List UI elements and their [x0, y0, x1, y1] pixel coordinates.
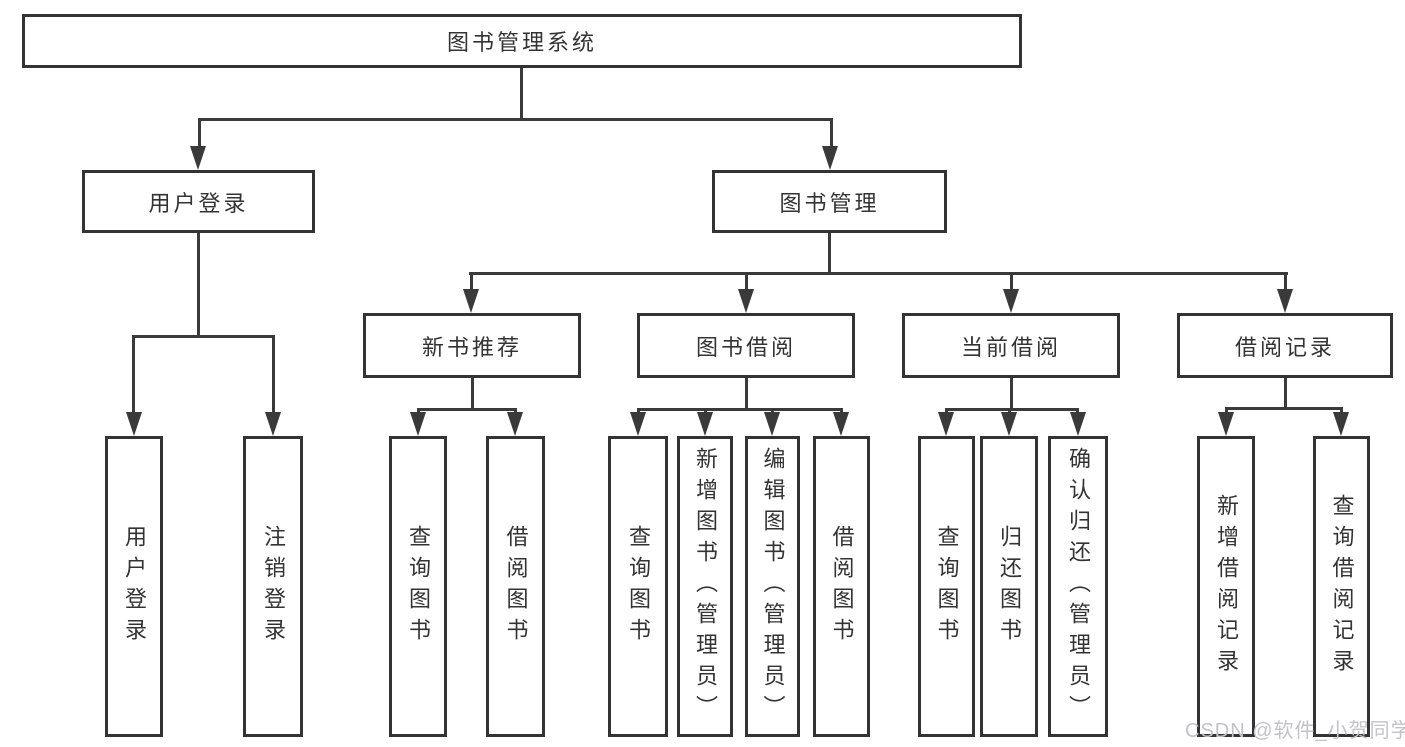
- arrow-down-icon: [126, 412, 142, 436]
- node-user-login: 用户登录: [82, 170, 315, 233]
- leaf-user-login: 用户登录: [105, 436, 163, 737]
- connector-drop-book-borrow: [745, 272, 748, 292]
- arrow-down-icon: [938, 412, 954, 436]
- connector-drop-user-login: [198, 118, 201, 150]
- connector-drop: [1340, 407, 1343, 416]
- connector-book-borrow-rail: [637, 408, 842, 411]
- leaf-borrow-books: 借阅图书: [813, 436, 870, 737]
- connector-drop-current-borrow: [1010, 272, 1013, 292]
- arrow-down-icon: [764, 412, 780, 436]
- connector-user-login-trunk: [197, 233, 200, 335]
- leaf-return-books: 归还图书: [980, 436, 1038, 737]
- connector-drop-borrow-record: [1284, 272, 1287, 292]
- leaf-query-books: 查询图书: [918, 436, 975, 737]
- arrow-down-icon: [1218, 412, 1234, 436]
- node-book-borrow: 图书借阅: [637, 313, 855, 378]
- connector-drop: [1225, 407, 1228, 416]
- leaf-query-books: 查询图书: [389, 436, 447, 737]
- connector-root-trunk: [520, 68, 523, 118]
- connector-new-book-trunk: [471, 378, 474, 408]
- arrow-down-icon: [1333, 412, 1349, 436]
- connector-user-login-rail: [132, 335, 275, 338]
- arrow-down-icon: [738, 289, 754, 313]
- leaf-add-borrow-record: 新增借阅记录: [1197, 436, 1255, 737]
- leaf-query-borrow-record: 查询借阅记录: [1313, 436, 1370, 737]
- node-current-borrow: 当前借阅: [902, 313, 1120, 378]
- arrow-down-icon: [833, 412, 849, 436]
- connector-root-rail: [198, 118, 833, 121]
- arrow-down-icon: [630, 412, 646, 436]
- connector-drop-leaf-user-login: [132, 335, 135, 417]
- node-borrow-record: 借阅记录: [1177, 313, 1393, 378]
- arrow-down-icon: [265, 412, 281, 436]
- arrow-down-icon: [507, 412, 523, 436]
- connector-drop-book-management: [830, 118, 833, 150]
- node-book-management: 图书管理: [712, 170, 947, 233]
- arrow-down-icon: [822, 146, 838, 170]
- leaf-confirm-return-admin: 确认归还（管理员）: [1048, 436, 1108, 737]
- connector-current-borrow-trunk: [1010, 378, 1013, 408]
- connector-borrow-record-trunk: [1284, 378, 1287, 407]
- leaf-logout: 注销登录: [243, 436, 303, 737]
- arrow-down-icon: [190, 146, 206, 170]
- arrow-down-icon: [410, 412, 426, 436]
- arrow-down-icon: [697, 412, 713, 436]
- arrow-down-icon: [1003, 289, 1019, 313]
- node-root: 图书管理系统: [22, 14, 1022, 68]
- connector-book-management-trunk: [828, 233, 831, 272]
- connector-drop-new-book: [470, 272, 473, 292]
- connector-book-borrow-trunk: [745, 378, 748, 408]
- connector-drop-leaf-logout: [272, 335, 275, 417]
- connector-book-management-rail: [469, 272, 1288, 275]
- leaf-query-books: 查询图书: [608, 436, 668, 737]
- connector-new-book-rail: [417, 408, 517, 411]
- arrow-down-icon: [1277, 289, 1293, 313]
- leaf-borrow-books: 借阅图书: [486, 436, 545, 737]
- watermark: CSDN @软件_小贺同学: [1185, 720, 1405, 742]
- connector-current-borrow-rail: [945, 408, 1079, 411]
- arrow-down-icon: [1001, 412, 1017, 436]
- leaf-add-books-admin: 新增图书（管理员）: [677, 436, 733, 737]
- arrow-down-icon: [463, 289, 479, 313]
- connector-borrow-record-rail: [1225, 407, 1343, 410]
- node-new-book-recommend: 新书推荐: [363, 313, 581, 378]
- leaf-edit-books-admin: 编辑图书（管理员）: [745, 436, 800, 737]
- arrow-down-icon: [1070, 412, 1086, 436]
